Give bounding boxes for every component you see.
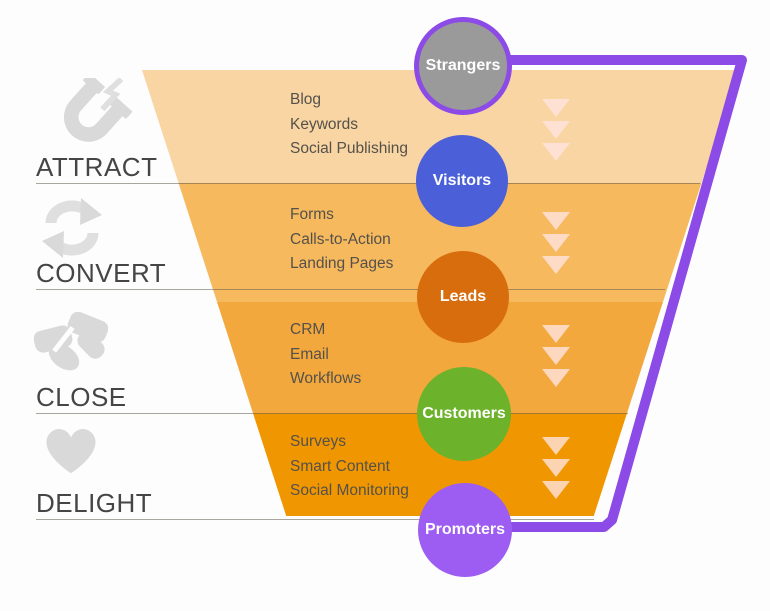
tier-item-list: Surveys Smart Content Social Monitoring: [290, 430, 409, 504]
tier-item: Workflows: [290, 370, 362, 387]
down-chevrons: [542, 99, 570, 165]
audience-label: Strangers: [425, 57, 501, 74]
down-chevron-icon: [542, 369, 570, 387]
down-chevron-icon: [542, 256, 570, 274]
stage-label-close: CLOSE: [36, 382, 127, 412]
tier-item: Keywords: [290, 115, 359, 133]
audience-circle-promoters: Promoters: [418, 483, 512, 577]
down-chevron-icon: [542, 234, 570, 252]
down-chevron-icon: [542, 212, 570, 230]
tier-item: Social Monitoring: [290, 482, 409, 499]
down-chevron-icon: [542, 143, 570, 161]
down-chevron-icon: [542, 99, 570, 117]
tier-item: Calls-to-Action: [290, 230, 391, 248]
stage-label-delight: DELIGHT: [36, 488, 153, 518]
tier-item-list: Forms Calls-to-Action Landing Pages: [290, 203, 393, 277]
down-chevrons: [542, 325, 570, 391]
audience-label: Leads: [439, 288, 487, 305]
stage-divider-line: [36, 183, 700, 184]
stage-label-attract: ATTRACT: [36, 152, 158, 182]
heart-icon: [46, 429, 96, 474]
down-chevron-icon: [542, 347, 570, 365]
stage-divider-line: [36, 519, 594, 520]
stage-divider-line: [36, 413, 628, 414]
stage-divider-line: [36, 289, 665, 290]
stage-label-convert: CONVERT: [36, 258, 167, 288]
down-chevron-icon: [542, 459, 570, 477]
audience-circle-leads: Leads: [417, 251, 509, 343]
tier-item: Surveys: [290, 433, 346, 450]
audience-label: Visitors: [432, 172, 492, 189]
tier-item: Blog: [290, 91, 322, 108]
tier-item: CRM: [290, 321, 326, 338]
magnet-icon: [63, 78, 133, 142]
tier-item: Forms: [290, 206, 334, 223]
tier-item: Smart Content: [290, 457, 390, 475]
audience-label: Promoters: [424, 521, 506, 538]
tier-item-list: CRM Email Workflows: [290, 318, 361, 392]
down-chevron-icon: [542, 437, 570, 455]
tier-item: Email: [290, 345, 329, 363]
handshake-icon: [34, 312, 108, 371]
tier-item-list: Blog Keywords Social Publishing: [290, 88, 408, 162]
cycle-arrows-icon: [42, 198, 102, 258]
audience-label: Customers: [422, 405, 506, 422]
down-chevron-icon: [542, 481, 570, 499]
audience-circle-strangers: Strangers: [414, 17, 512, 115]
tier-item: Landing Pages: [290, 255, 394, 272]
down-chevron-icon: [542, 325, 570, 343]
tier-item: Social Publishing: [290, 140, 409, 157]
audience-circle-visitors: Visitors: [416, 135, 508, 227]
down-chevrons: [542, 437, 570, 503]
down-chevron-icon: [542, 121, 570, 139]
audience-circle-customers: Customers: [417, 367, 511, 461]
down-chevrons: [542, 212, 570, 278]
